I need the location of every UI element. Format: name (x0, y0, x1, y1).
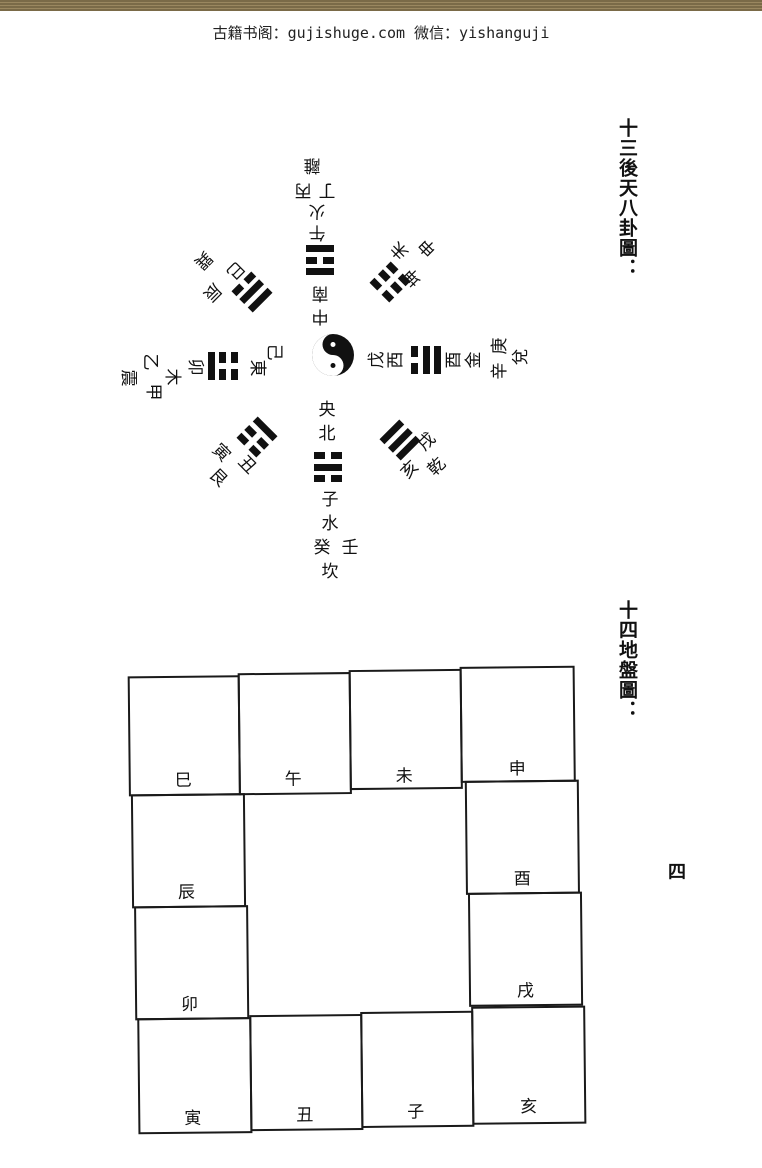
title-bagua-diagram: 十三後天八卦圖： (616, 118, 638, 278)
bagua-char: 卯 (185, 358, 205, 376)
trigram-qian-icon (379, 419, 421, 461)
cell-label: 辰 (177, 882, 196, 903)
bagua-char: 戊 (367, 351, 387, 369)
yin-line (314, 475, 342, 482)
site-watermark-header: 古籍书阁：gujishuge.com 微信：yishanguji (212, 24, 550, 42)
bagua-char: 辛 (490, 362, 510, 380)
bagua-char: 南 (311, 283, 329, 303)
bagua-char: 酉 (444, 351, 464, 369)
yin-line (306, 256, 334, 264)
bagua-char: 辰 (198, 278, 226, 306)
yang-line (434, 346, 441, 374)
bagua-char: 乙 (140, 353, 160, 371)
grid-cell-hai: 亥 (471, 1005, 587, 1125)
bagua-char: 丙 (294, 180, 312, 200)
bagua-char: 乾 (423, 453, 451, 481)
yin-line (314, 452, 342, 459)
title-dipan-diagram: 十四地盤圖： (616, 600, 638, 720)
bagua-char: 離 (303, 155, 321, 175)
trigram-kun-icon (369, 261, 411, 303)
cell-label: 子 (407, 1102, 425, 1123)
cell-label: 申 (508, 759, 526, 780)
trigram-gen-icon (236, 416, 278, 458)
bagua-char: 西 (386, 351, 406, 369)
cell-label: 午 (284, 769, 302, 790)
yin-line (411, 346, 418, 374)
grid-cell-wei: 未 (348, 668, 463, 791)
bagua-char: 艮 (204, 464, 232, 492)
grid-cell-chou: 丑 (249, 1013, 364, 1132)
bagua-char: 庚 (490, 337, 510, 355)
bagua-char: 坎 (321, 562, 339, 582)
bagua-char: 巽 (189, 246, 217, 274)
yang-line (422, 346, 430, 374)
yang-line (306, 245, 334, 252)
cell-label: 未 (395, 766, 413, 787)
cell-label: 卯 (181, 994, 199, 1015)
cell-label: 戌 (516, 981, 535, 1002)
cell-label: 亥 (520, 1097, 538, 1118)
bagua-char: 東 (247, 359, 267, 377)
yin-line (231, 352, 238, 380)
bagua-char: 央 (318, 400, 336, 420)
grid-cell-yin: 寅 (137, 1017, 253, 1135)
bagua-char: 中 (311, 306, 329, 326)
cell-label: 酉 (513, 869, 531, 890)
bagua-char: 寅 (207, 439, 235, 467)
bagua-char: 甲 (143, 383, 163, 401)
bagua-char: 北 (318, 424, 336, 444)
bagua-char: 壬 (341, 538, 359, 558)
grid-cell-si: 巳 (127, 675, 241, 797)
cell-label: 寅 (184, 1108, 202, 1129)
bagua-char: 癸 (313, 538, 331, 558)
trigram-dui-icon (411, 346, 441, 374)
bagua-char: 水 (321, 514, 339, 534)
grid-cell-chen: 辰 (130, 793, 247, 909)
top-border-band (0, 0, 762, 11)
bagua-char: 火 (308, 201, 326, 221)
grid-cell-mao: 卯 (134, 905, 250, 1021)
yang-line (306, 268, 334, 275)
bagua-char: 丁 (318, 180, 336, 200)
yang-line (314, 463, 342, 471)
bagua-char: 震 (118, 369, 138, 387)
bagua-char: 申 (414, 233, 442, 261)
trigram-zhen-icon (208, 352, 238, 380)
bagua-char: 未 (386, 236, 414, 264)
yang-line (208, 352, 215, 380)
grid-cell-shen: 申 (459, 665, 576, 783)
grid-cell-you: 酉 (464, 779, 580, 895)
bagua-char: 子 (321, 490, 339, 510)
grid-cell-zi: 子 (360, 1010, 475, 1128)
bagua-char: 木 (162, 368, 182, 386)
trigram-kan-icon (314, 452, 342, 482)
grid-cell-xu: 戌 (467, 891, 584, 1007)
yin-yang-icon (312, 334, 354, 376)
yin-line (219, 352, 227, 380)
bagua-char: 兌 (511, 348, 531, 366)
cell-label: 丑 (296, 1105, 314, 1126)
bagua-char: 己 (264, 343, 284, 361)
grid-cell-wu: 午 (237, 672, 352, 796)
cell-label: 巳 (174, 770, 192, 791)
trigram-li-icon (306, 245, 334, 275)
bagua-char: 午 (308, 222, 326, 242)
bagua-char: 金 (464, 351, 484, 369)
page-number: 四 (668, 862, 686, 883)
